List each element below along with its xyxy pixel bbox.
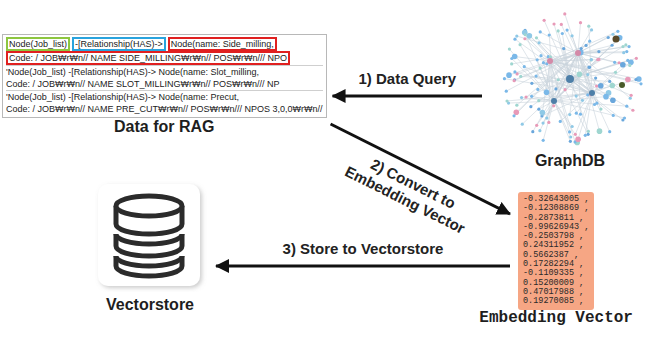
graph-illustration — [486, 6, 654, 148]
data-table: Node(Job_list)-[Relationship(HAS)->Node(… — [2, 34, 327, 118]
vector-value: 0.17282294 , — [523, 260, 589, 269]
vector-value: 0.19270085 , — [523, 297, 589, 306]
table-row: Code: / JOB₩r₩n// NAME SLOT_MILLING₩r₩n/… — [6, 78, 323, 91]
vector-value: 0.24311952 , — [523, 241, 589, 250]
graph-node: GraphDB — [486, 6, 654, 148]
arrow-connector — [333, 95, 482, 98]
node-caption: Data for RAG — [114, 121, 214, 133]
node-caption: Vectorstore — [106, 296, 194, 314]
table-row: Node(Job_list)-[Relationship(HAS)->Node(… — [6, 37, 323, 51]
table-text: Code: / JOB₩r₩n// NAME SLOT_MILLING₩r₩n/… — [6, 79, 280, 89]
vector-value: 0.15200009 , — [523, 279, 589, 288]
vector-value: 0.47017988 , — [523, 288, 589, 297]
edge-label: 3) Store to Vectorstore — [281, 240, 446, 258]
vector-value: -0.2503798 , — [523, 232, 589, 241]
table-text: 'Node(Job_list) -[Relationship(HAS)-> No… — [6, 92, 239, 102]
table-text: 'Node(Job_list) -[Relationship(HAS)-> No… — [6, 67, 259, 77]
vector-value: -0.99626943 , — [523, 223, 589, 232]
database-icon — [92, 180, 208, 292]
table-row: Code: / JOB₩r₩n// NAME PRE_CUT₩r₩n// POS… — [6, 103, 323, 115]
vector-value: -0.12308869 , — [523, 204, 589, 213]
vector-box: -0.32643005 ,-0.12308869 ,-0.2873811 ,-0… — [518, 192, 594, 310]
node-caption: Embedding Vector — [479, 314, 633, 323]
highlighted-text: Node(Job_list) — [6, 37, 70, 51]
table-row: 'Node(Job_list) -[Relationship(HAS)-> No… — [6, 66, 323, 78]
vector-value: -0.2873811 , — [523, 214, 589, 223]
highlighted-text: Node(name: Side_milling, — [168, 37, 277, 51]
vector-value: -0.1109335 , — [523, 269, 589, 278]
highlighted-text: Code: / JOB₩r₩n// NAME SIDE_MILLING₩r₩n/… — [6, 51, 290, 65]
vector-value: -0.32643005 , — [523, 195, 589, 204]
table-text: Code: / JOB₩r₩n// NAME PRE_CUT₩r₩n// POS… — [6, 104, 323, 114]
arrow-connector — [216, 265, 510, 268]
table-row: Code: / JOB₩r₩n// NAME SIDE_MILLING₩r₩n/… — [6, 51, 323, 66]
edge-label: 1) Data Query — [356, 70, 458, 88]
table-row: 'Node(Job_list) -[Relationship(HAS)-> No… — [6, 91, 323, 103]
highlighted-text: -[Relationship(HAS)-> — [72, 37, 166, 51]
node-caption: GraphDB — [535, 152, 605, 170]
store-node: Vectorstore — [92, 180, 208, 292]
vector-value: 0.5662387 , — [523, 251, 589, 260]
